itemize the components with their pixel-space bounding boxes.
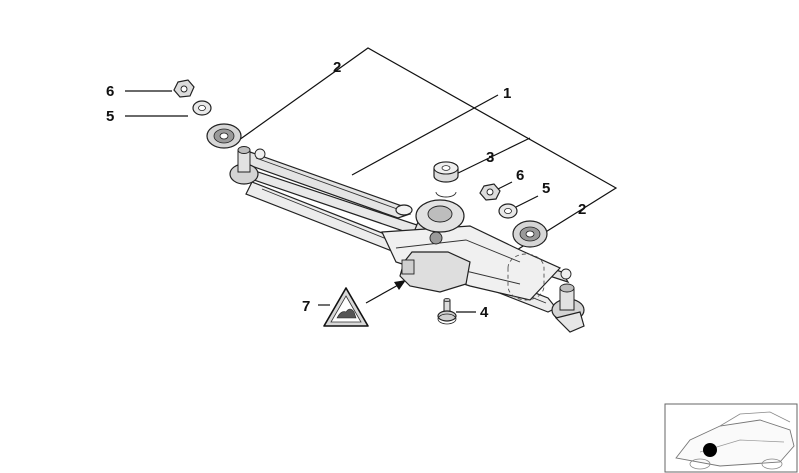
leader-3 [449, 137, 531, 178]
right-hardware [433, 161, 548, 248]
callout-4: 4 [480, 304, 489, 321]
callout-5-left: 5 [106, 108, 114, 125]
wiper-motor-icon [399, 251, 471, 293]
left-hardware [173, 79, 242, 149]
washer-left-hole [198, 105, 206, 112]
car-location-dot [703, 443, 717, 457]
motor-cap-center [427, 205, 453, 223]
callout-6-left: 6 [106, 83, 114, 100]
left-pivot-icon [229, 146, 266, 185]
nut-left-hole [180, 85, 188, 93]
callout-1: 1 [503, 85, 511, 102]
arrow-7-shaft [365, 283, 401, 304]
right-pivot-icon [551, 268, 585, 333]
grommet-3-hole [441, 165, 451, 171]
hidden-bracket-outline [507, 253, 545, 301]
warning-triangle-icon [323, 287, 369, 327]
callout-3: 3 [486, 149, 494, 166]
callout-6-right: 6 [516, 167, 524, 184]
motor-connector [401, 259, 415, 275]
callout-7: 7 [302, 298, 310, 315]
callout-2-top: 2 [333, 59, 341, 76]
grommet-left-hole [219, 132, 229, 140]
leader-2-bracket [238, 47, 618, 254]
washer-right-hole [504, 207, 512, 214]
motor-crank-pivot [429, 231, 443, 245]
link-rod-end [395, 204, 413, 216]
wiper-linkage-assembly [229, 146, 585, 333]
callout-5-right: 5 [542, 180, 550, 197]
upper-rod-highlight [255, 157, 401, 211]
leader-5b [513, 195, 539, 209]
nut-right-hole [486, 188, 494, 196]
leader-lines [125, 47, 618, 313]
car-location-thumbnail-icon [664, 403, 798, 473]
arrow-7-head [394, 280, 406, 290]
grommet-3-lower [435, 191, 457, 198]
callout-numbers: 1 2 2 3 4 5 5 6 6 7 [106, 59, 586, 321]
grommet-right-hole [525, 230, 535, 238]
leader-1 [351, 94, 499, 176]
bolt-icon [437, 297, 457, 325]
callout-2-right: 2 [578, 201, 586, 218]
